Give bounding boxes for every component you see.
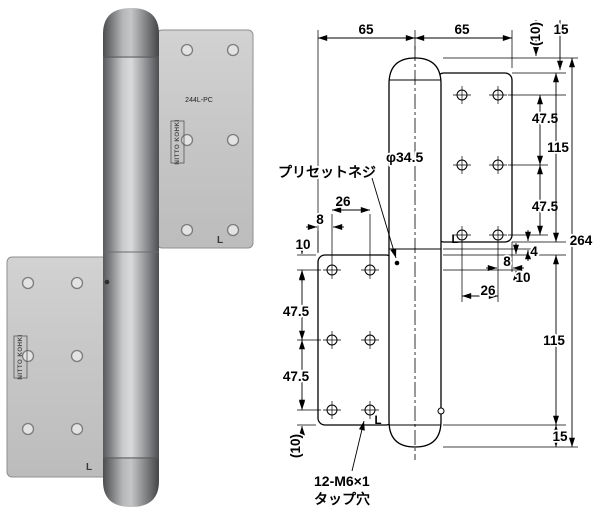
brand-logo-box bbox=[170, 120, 185, 164]
l-mark-upper-plate: L bbox=[451, 234, 458, 246]
dimension-drawing: L L 65 65 (10) 15 47.5 47.5 bbox=[276, 20, 595, 509]
brand-logo: NITTO KOHKI bbox=[17, 334, 24, 379]
product-photo: 244L-PC NITTO KOHKI L NITTO KOHKI L bbox=[6, 8, 254, 507]
dim-overall-height: 26 4 bbox=[443, 57, 595, 448]
l-mark: L bbox=[217, 235, 223, 246]
dim-right-plate-heights: 115 115 15 bbox=[443, 72, 571, 448]
preset-screw-dot bbox=[394, 260, 400, 266]
preset-screw-leader bbox=[371, 177, 397, 259]
dim-label-15-bottom: 15 bbox=[552, 429, 568, 444]
dim-label-115-lower: 115 bbox=[543, 333, 565, 348]
dim-left-chain: 10 47.5 47.5 (10) bbox=[281, 235, 321, 460]
l-mark: L bbox=[86, 462, 92, 473]
drawing-upper-plate-holes bbox=[453, 86, 507, 244]
dim-label-65-right: 65 bbox=[454, 22, 470, 37]
dim-right-hole-pitch: 47.5 47.5 bbox=[508, 94, 566, 236]
brand-logo-box bbox=[13, 335, 28, 379]
dim-label-115-upper: 115 bbox=[547, 140, 569, 155]
tap-hole-callout-line1: 12-M6×1 bbox=[314, 473, 370, 489]
dim-label-4: 4 bbox=[530, 244, 538, 259]
drawing-barrel bbox=[388, 46, 445, 460]
dim-label-264: 264 bbox=[570, 233, 593, 248]
dim-top-width: 65 65 bbox=[317, 20, 513, 253]
bottom-set-screw bbox=[437, 407, 445, 415]
dim-left-hole-offsets: 26 8 bbox=[306, 192, 371, 261]
dim-label-15-top: 15 bbox=[553, 22, 569, 37]
dim-label-26-right: 26 bbox=[480, 283, 496, 298]
preset-screw-callout: プリセットネジ bbox=[278, 164, 376, 180]
dim-label-47-5-lower: 47.5 bbox=[532, 199, 559, 214]
photo-lower-plate: NITTO KOHKI L bbox=[6, 256, 116, 478]
dim-label-paren10-bottom: (10) bbox=[288, 434, 303, 458]
photo-barrel bbox=[103, 8, 159, 507]
dim-label-10-left: 10 bbox=[295, 237, 310, 252]
tap-hole-leader bbox=[351, 420, 365, 472]
dim-label-paren10-top: (10) bbox=[528, 22, 543, 46]
photo-upper-plate: 244L-PC NITTO KOHKI L bbox=[156, 29, 254, 249]
product-code-label: 244L-PC bbox=[185, 97, 213, 104]
dim-mid-cluster: 8 26 10 4 bbox=[443, 230, 540, 302]
preset-screw-dot bbox=[104, 279, 110, 285]
brand-logo: NITTO KOHKI bbox=[174, 119, 181, 164]
dim-label-8-left: 8 bbox=[316, 212, 324, 227]
dim-label-47-5-left-lower: 47.5 bbox=[283, 369, 310, 384]
callouts: プリセットネジ φ34.5 12-M6×1 タップ穴 bbox=[276, 147, 425, 509]
dim-label-47-5-upper: 47.5 bbox=[532, 111, 559, 126]
dim-label-10-right: 10 bbox=[515, 270, 530, 285]
dim-label-26-left: 26 bbox=[335, 194, 351, 209]
barrel-body bbox=[103, 54, 159, 460]
tap-hole-callout-line2: タップ穴 bbox=[314, 491, 370, 507]
l-mark-lower-plate: L bbox=[374, 415, 381, 427]
barrel-top-cap bbox=[103, 8, 159, 58]
photo-lower-plate-holes bbox=[21, 276, 84, 436]
diameter-callout: φ34.5 bbox=[386, 149, 423, 165]
dim-label-8-right: 8 bbox=[503, 254, 511, 269]
dim-top-right-offsets: (10) 15 bbox=[526, 20, 571, 71]
dim-label-47-5-left-upper: 47.5 bbox=[283, 304, 310, 319]
dim-label-65-left: 65 bbox=[358, 22, 374, 37]
barrel-bottom-cap bbox=[103, 457, 159, 507]
drawing-lower-plate-holes bbox=[323, 261, 379, 419]
